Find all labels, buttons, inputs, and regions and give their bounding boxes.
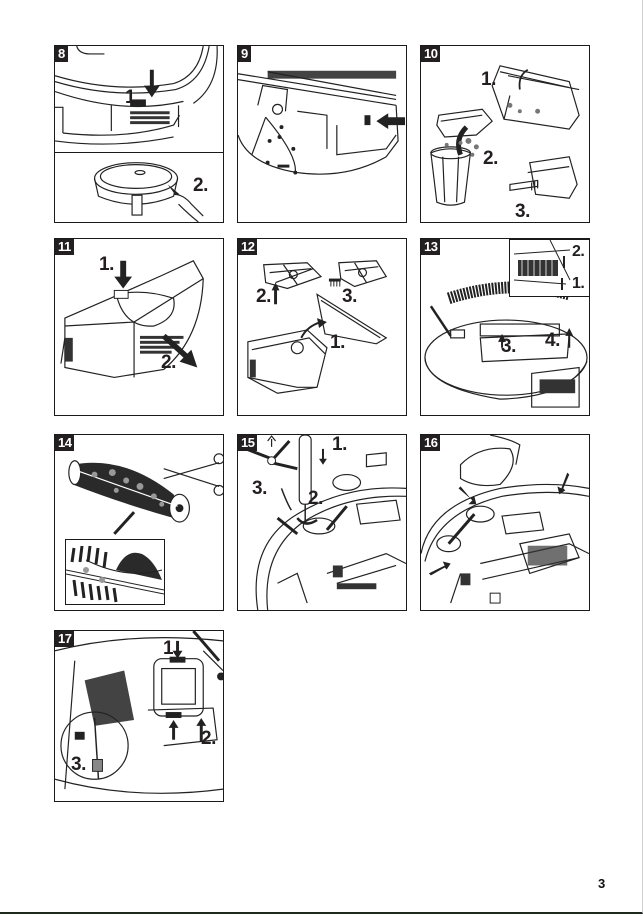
- step-label-1: 1.: [125, 87, 140, 108]
- brush-release-detail: [513, 240, 571, 290]
- panel-number: 13: [421, 239, 441, 255]
- panel-number: 9: [238, 46, 251, 62]
- panel-number: 12: [238, 239, 258, 255]
- battery-replacement-illustration: [55, 631, 223, 794]
- step-label-1: 1.: [481, 69, 496, 90]
- brush-roller-illustration: [68, 453, 223, 535]
- panel-11: 11 1. 2.: [54, 238, 224, 416]
- panel-13: 13 2. 1. 3. 4.: [420, 238, 590, 416]
- step-label-4: 4.: [545, 330, 560, 351]
- panel-16: 16: [420, 434, 590, 611]
- panel-number: 17: [55, 631, 75, 647]
- step-label-1: 1.: [332, 434, 347, 455]
- step-label-2: 2.: [193, 175, 208, 196]
- panel-10: 10 1. 2. 3.: [420, 45, 590, 223]
- panel-number: 15: [238, 435, 258, 451]
- inset-detail: [65, 539, 165, 605]
- sensor-cleaning-illustration: [421, 435, 589, 604]
- robot-top-illustration: [55, 46, 218, 222]
- panel-12: 12 2. 3. 1.: [237, 238, 407, 416]
- dust-container-illustration: [238, 70, 406, 175]
- filter-compartment-illustration: [60, 260, 204, 379]
- panel-9: 9: [237, 45, 407, 223]
- page-number: 3: [598, 876, 606, 891]
- panel-number: 16: [421, 435, 441, 451]
- panel-15: 15 1. 2. 3.: [237, 434, 407, 611]
- inset-step-label-2: 2.: [572, 243, 585, 260]
- step-label-3: 3.: [71, 754, 86, 775]
- step-label-1: 1.: [99, 254, 114, 275]
- inset-detail: 2. 1.: [509, 239, 589, 297]
- step-label-3: 3.: [501, 336, 516, 357]
- step-label-3: 3.: [252, 478, 267, 499]
- side-brush-illustration: [245, 435, 406, 610]
- panel-17: 17 1. 2. 3.: [54, 630, 224, 802]
- panel-number: 8: [55, 46, 68, 62]
- step-label-1: 1.: [163, 638, 178, 659]
- step-label-2: 2.: [308, 488, 323, 509]
- filter-illustration: [247, 260, 388, 394]
- panel-number: 11: [55, 239, 74, 255]
- step-label-2: 2.: [201, 728, 216, 749]
- step-label-2: 2.: [483, 148, 498, 169]
- panel-number: 14: [55, 435, 75, 451]
- step-label-3: 3.: [515, 201, 530, 222]
- tangled-hair-detail: [66, 545, 164, 603]
- panel-8: 8 1. 2.: [54, 45, 224, 223]
- panel-number: 10: [421, 46, 441, 62]
- step-label-3: 3.: [342, 286, 357, 307]
- inset-step-label-1: 1.: [572, 275, 585, 292]
- step-label-2: 2.: [161, 352, 176, 373]
- panel-14: 14: [54, 434, 224, 611]
- divider-line: [55, 152, 223, 153]
- step-label-2: 2.: [256, 286, 271, 307]
- empty-container-illustration: [430, 65, 580, 206]
- step-label-1: 1.: [330, 332, 345, 353]
